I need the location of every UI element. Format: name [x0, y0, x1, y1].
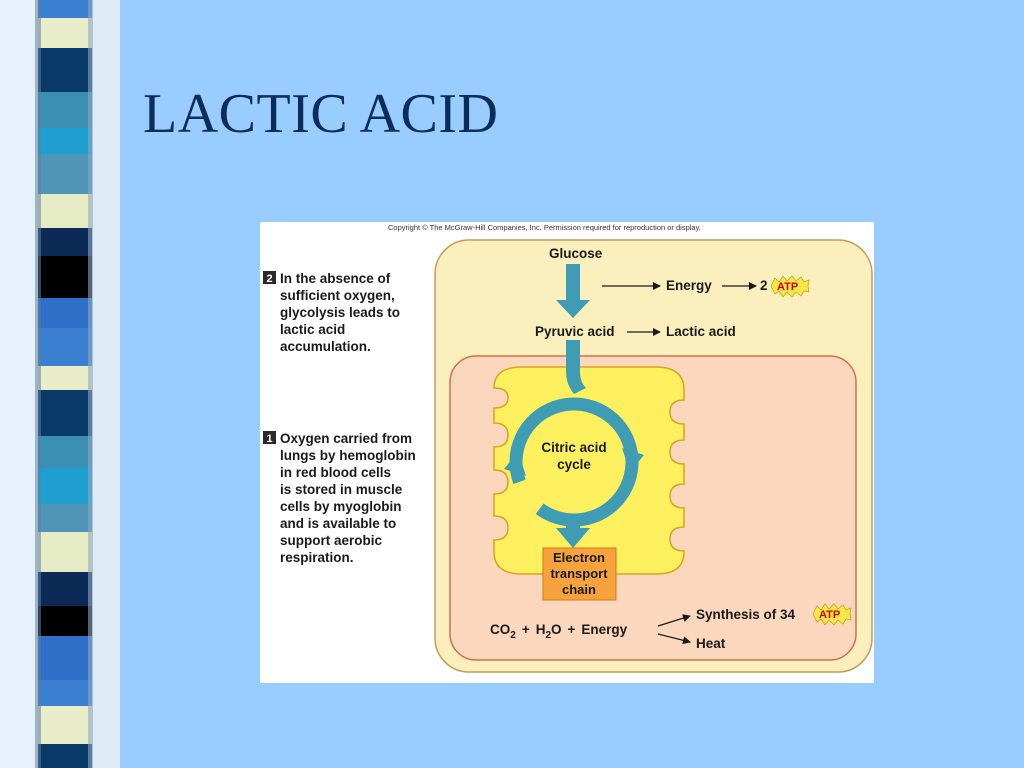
etc-label-line2: transport — [550, 566, 608, 581]
step-1-line-8: respiration. — [280, 550, 354, 565]
pathway-diagram: Copyright © The McGraw-Hill Companies, I… — [263, 223, 873, 673]
lactic-acid-label: Lactic acid — [666, 324, 736, 339]
cycle-arrowhead-left — [504, 452, 526, 476]
svg-text:ATP: ATP — [777, 281, 798, 293]
step-2-line-1: In the absence of — [280, 271, 391, 286]
step-1-line-7: support aerobic — [280, 533, 383, 548]
svg-text:ATP: ATP — [819, 609, 840, 621]
glucose-label: Glucose — [549, 246, 603, 261]
stripe-band — [38, 572, 92, 606]
decorative-stripe-border — [0, 0, 120, 768]
products-equation: CO2+H2O+Energy — [490, 622, 628, 641]
glycolysis-arrow — [556, 264, 590, 318]
etc-label-line3: chain — [562, 582, 596, 597]
etc-label-line1: Electron — [553, 550, 605, 565]
stripe-band — [38, 0, 92, 18]
stripe-band — [38, 744, 92, 768]
atp-badge-top: ATP — [770, 275, 810, 298]
step-2-number: 2 — [267, 273, 273, 285]
step-1-number-box — [263, 431, 276, 444]
stripe-band — [38, 636, 92, 680]
step-1-line-1: Oxygen carried from — [280, 431, 412, 446]
stripe-band — [38, 436, 92, 468]
energy-to-heat-arrow — [657, 633, 691, 645]
stripe-band — [38, 256, 92, 298]
stripe-band — [38, 328, 92, 366]
stripe-band — [38, 606, 92, 636]
citric-acid-cycle-label-line2: cycle — [557, 457, 591, 472]
stripe-band — [38, 154, 92, 194]
stripe-band — [38, 468, 92, 504]
cycle-to-etc-arrow — [556, 520, 590, 548]
step-2-line-5: accumulation. — [280, 339, 371, 354]
stripe-band — [38, 504, 92, 532]
energy-to-synthesis-arrow — [657, 614, 691, 627]
electron-transport-chain-box — [542, 547, 617, 601]
stripe-band — [38, 366, 92, 390]
copyright-notice: Copyright © The McGraw-Hill Companies, I… — [388, 223, 701, 232]
step-1-line-4: is stored in muscle — [280, 482, 403, 497]
stripe-band — [38, 18, 92, 48]
pyruvate-entry-arrow — [566, 340, 586, 394]
step-1-line-3: in red blood cells — [280, 465, 391, 480]
cycle-arrowhead-right — [622, 448, 644, 472]
step-2-number-box — [263, 271, 276, 284]
lactic-acid-pathway-figure: Copyright © The McGraw-Hill Companies, I… — [260, 222, 874, 683]
stripe-band — [38, 92, 92, 128]
step-2-line-4: lactic acid — [280, 322, 345, 337]
stripe-band — [38, 680, 92, 706]
synthesis-label: Synthesis of 34 — [696, 607, 796, 622]
pyruvic-acid-label: Pyruvic acid — [535, 324, 615, 339]
step-2-line-3: glycolysis leads to — [280, 305, 400, 320]
step-1-line-2: lungs by hemoglobin — [280, 448, 416, 463]
step-1-number: 1 — [267, 433, 273, 445]
stripe-band — [38, 706, 92, 744]
citric-acid-cycle-label-line1: Citric acid — [541, 440, 606, 455]
energy-label: Energy — [666, 278, 712, 293]
atp-badge-bottom: ATP — [812, 603, 852, 626]
stripe-band — [38, 390, 92, 436]
heat-label: Heat — [696, 636, 726, 651]
stripe-band — [38, 128, 92, 154]
atp-count-label: 2 — [760, 278, 768, 293]
citric-acid-cycle-ring — [509, 397, 639, 527]
stripe-band — [38, 298, 92, 328]
stripe-band — [38, 532, 92, 572]
step-1-line-6: and is available to — [280, 516, 396, 531]
stripe-band — [38, 228, 92, 256]
step-1-line-5: cells by myoglobin — [280, 499, 402, 514]
slide-title: LACTIC ACID — [143, 83, 499, 145]
stripe-band — [38, 194, 92, 228]
stripe-band — [38, 48, 92, 92]
step-2-line-2: sufficient oxygen, — [280, 288, 395, 303]
